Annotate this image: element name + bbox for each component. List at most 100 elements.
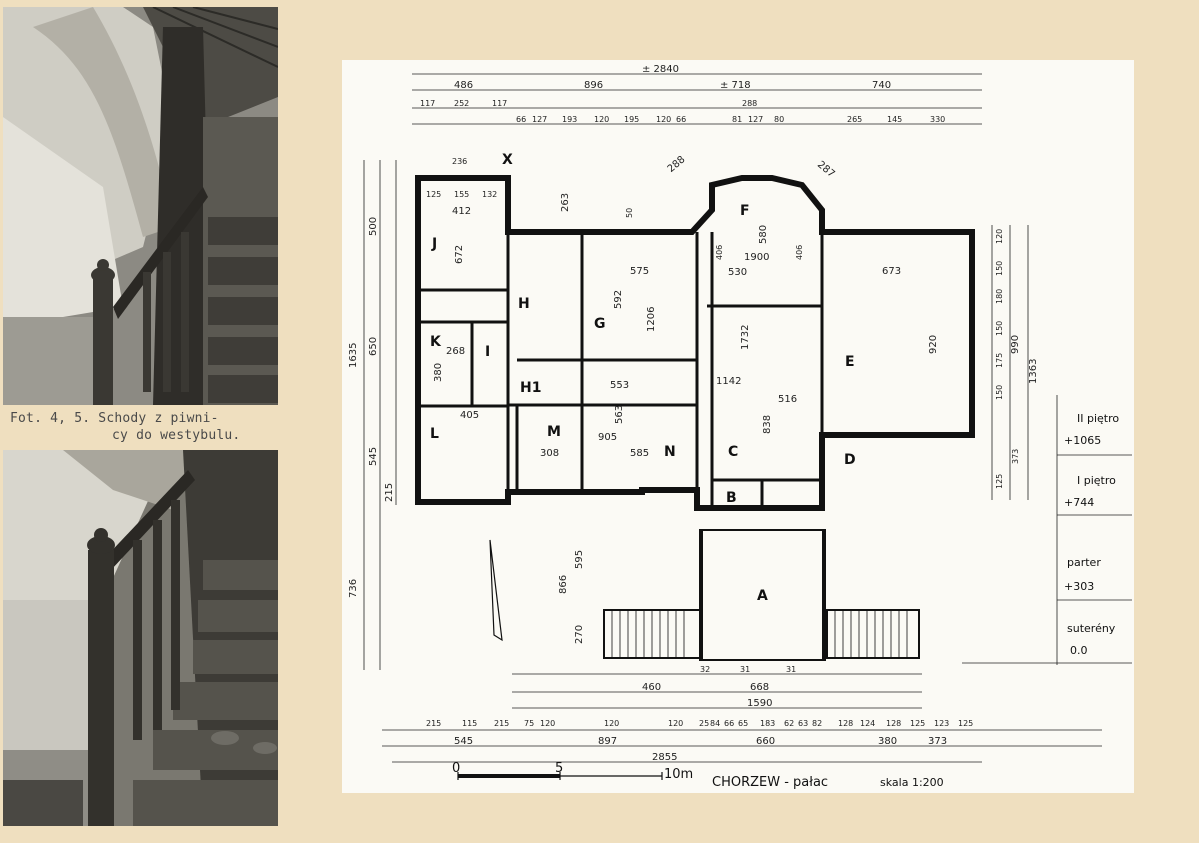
dim-room-673: 673	[882, 266, 901, 277]
dim-top-127a: 127	[532, 115, 547, 124]
dim-room-308: 308	[540, 448, 559, 459]
dim-right-120: 120	[995, 229, 1004, 244]
room-label-m: M	[547, 424, 561, 440]
dim-bottom-32: 32	[700, 665, 710, 674]
dim-room-287: 287	[815, 159, 837, 180]
dim-overall-top: ± 2840	[642, 64, 679, 75]
dim-b5-380: 380	[878, 736, 897, 747]
dim-top-288: 288	[742, 99, 757, 108]
level-value-1: +744	[1064, 496, 1094, 509]
dim-room-516: 516	[778, 394, 797, 405]
dim-left-1635: 1635	[348, 343, 359, 368]
photo-staircase-lower	[3, 450, 278, 826]
room-label-f: F	[740, 203, 750, 219]
level-value-ground: +303	[1064, 580, 1094, 593]
dim-b4-1: 115	[462, 719, 477, 728]
room-label-k: K	[430, 334, 442, 350]
dim-room-380: 380	[433, 363, 444, 382]
dim-room-585: 585	[630, 448, 649, 459]
scalebar-ten: 10m	[664, 767, 693, 782]
dim-bottom-31a: 31	[740, 665, 750, 674]
dim-top-117a: 117	[420, 99, 435, 108]
dim-top-145: 145	[887, 115, 902, 124]
dim-right-150b: 150	[995, 321, 1004, 336]
dim-room-50: 50	[625, 208, 634, 218]
dim-b4-14: 82	[812, 719, 822, 728]
level-label-basement: suterény	[1067, 622, 1116, 635]
dim-right-125: 125	[995, 474, 1004, 489]
dim-left-500: 500	[368, 217, 379, 236]
photo-caption: Fot. 4, 5. Schody z piwni- cy do westybu…	[10, 410, 282, 444]
dim-b4-8: 84	[710, 719, 720, 728]
dim-room-592: 592	[613, 290, 624, 309]
caption-line-2: cy do westybulu.	[112, 428, 241, 443]
floor-plan-drawing: A B C D E F G H H1 I J K L M N X ± 2840 …	[348, 64, 1132, 790]
dim-b4-2: 215	[494, 719, 509, 728]
room-label-c: C	[728, 444, 738, 460]
dim-top-195: 195	[624, 115, 639, 124]
dim-b4-7: 25	[699, 719, 709, 728]
room-label-n: N	[664, 444, 676, 460]
dim-left-736: 736	[348, 579, 359, 598]
level-label-ground: parter	[1067, 556, 1101, 569]
dim-top-193: 193	[562, 115, 577, 124]
dim-b4-5: 120	[604, 719, 619, 728]
room-label-l: L	[430, 426, 439, 442]
dim-top-117b: 117	[492, 99, 507, 108]
dim-top-252: 252	[454, 99, 469, 108]
dim-room-288: 288	[666, 154, 688, 175]
dim-right-373: 373	[1011, 449, 1020, 464]
dim-b4-3: 75	[524, 719, 534, 728]
dim-room-580: 580	[758, 225, 769, 244]
dim-b4-15: 128	[838, 719, 853, 728]
dim-room-672: 672	[454, 245, 465, 264]
dim-b5-660: 660	[756, 736, 775, 747]
dim-room-1142: 1142	[716, 376, 741, 387]
dim-top-486: 486	[454, 80, 473, 91]
dim-b4-18: 125	[910, 719, 925, 728]
scalebar-zero: 0	[452, 761, 460, 776]
plan-scale: skala 1:200	[880, 776, 944, 789]
room-label-j: J	[431, 236, 437, 252]
room-label-h: H	[518, 296, 530, 312]
dim-bottom-31b: 31	[786, 665, 796, 674]
dim-room-412: 412	[452, 206, 471, 217]
dim-left-650: 650	[368, 337, 379, 356]
dim-top-740: 740	[872, 80, 891, 91]
dim-top-330: 330	[930, 115, 945, 124]
level-label-1: I piętro	[1077, 474, 1116, 487]
dim-room-1206: 1206	[646, 307, 657, 332]
dim-room-236: 236	[452, 157, 467, 166]
dim-room-553: 553	[610, 380, 629, 391]
dim-room-406a: 406	[715, 245, 724, 260]
dim-bottom-overall: 2855	[652, 752, 677, 763]
dim-right-175: 175	[995, 353, 1004, 368]
dim-bottom-1590: 1590	[747, 698, 772, 709]
room-label-a: A	[757, 588, 768, 604]
dim-b4-13: 63	[798, 719, 808, 728]
dim-bottom-668: 668	[750, 682, 769, 693]
dim-top-127b: 127	[748, 115, 763, 124]
dim-right-150c: 150	[995, 385, 1004, 400]
level-label-2: II piętro	[1077, 412, 1119, 425]
dim-room-406b: 406	[795, 245, 804, 260]
dim-b4-0: 215	[426, 719, 441, 728]
dim-b4-17: 128	[886, 719, 901, 728]
dim-b4-6: 120	[668, 719, 683, 728]
photo-staircase-upper	[3, 7, 278, 405]
dim-top-81: 81	[732, 115, 742, 124]
dim-b4-20: 125	[958, 719, 973, 728]
dim-b4-19: 123	[934, 719, 949, 728]
room-label-i: I	[485, 344, 490, 360]
dim-room-263: 263	[560, 193, 571, 212]
room-label-e: E	[845, 354, 855, 370]
dim-right-150a: 150	[995, 261, 1004, 276]
dim-top-265: 265	[847, 115, 862, 124]
dim-top-66a: 66	[516, 115, 526, 124]
dim-left-595: 595	[574, 550, 585, 569]
level-value-2: +1065	[1064, 434, 1101, 447]
dim-b4-10: 65	[738, 719, 748, 728]
dim-left-215: 215	[384, 483, 395, 502]
room-label-h1: H1	[520, 380, 541, 396]
